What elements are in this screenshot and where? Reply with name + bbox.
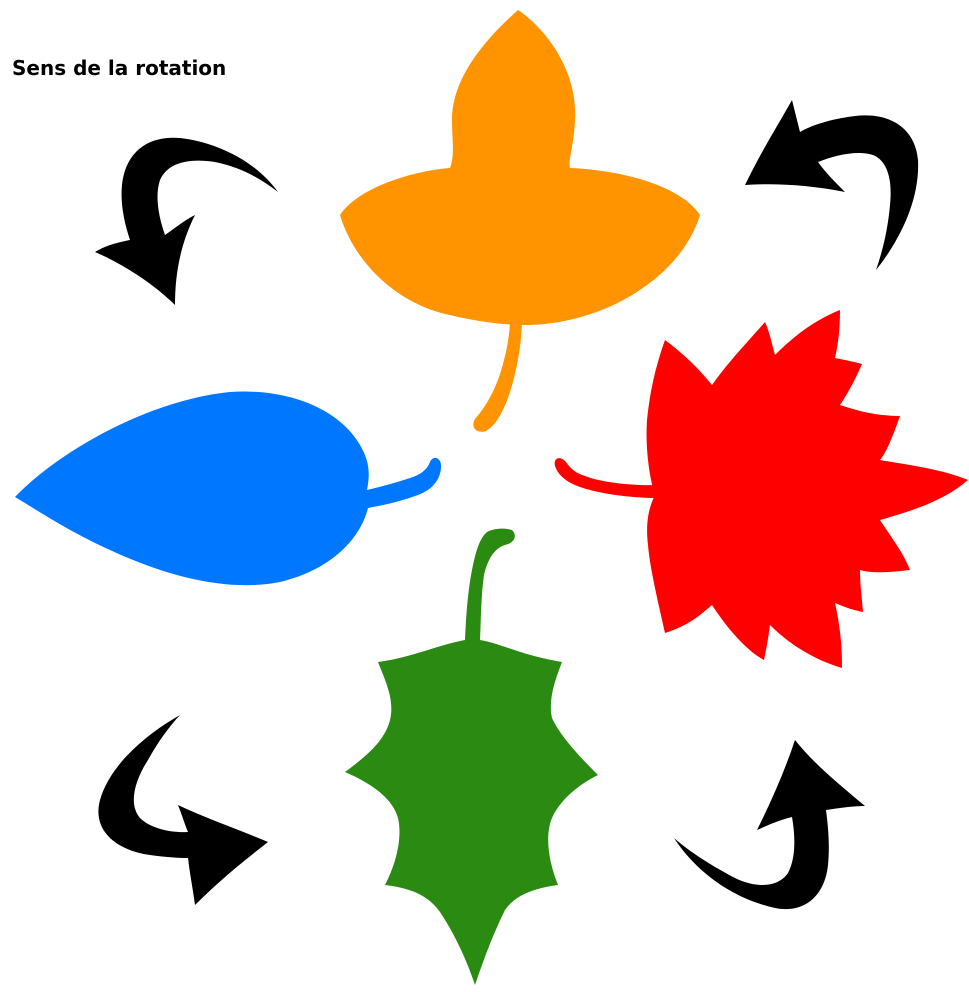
arrow-bottom-left-icon <box>98 715 268 905</box>
arrow-bottom-right-icon <box>674 740 865 909</box>
red-leaf-icon <box>555 310 968 668</box>
orange-leaf-icon <box>340 10 700 432</box>
green-leaf-icon <box>345 529 598 985</box>
arrow-top-left-icon <box>95 138 278 305</box>
blue-leaf-icon <box>15 392 441 586</box>
arrow-top-right-icon <box>745 100 918 270</box>
